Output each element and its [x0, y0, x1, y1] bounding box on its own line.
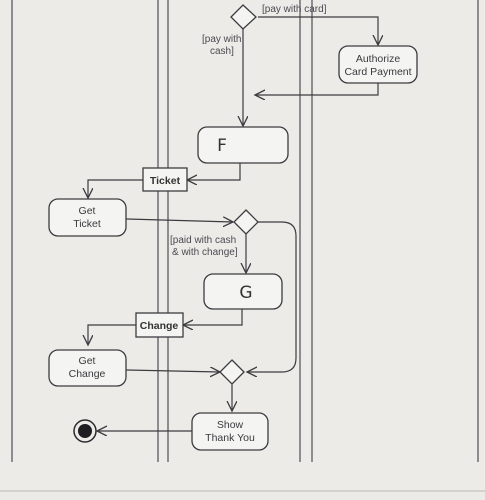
get-change-label-line1: Get — [79, 355, 96, 367]
change-label: Change — [140, 320, 179, 332]
g-label: G — [239, 283, 252, 303]
edge-no-change-to-merge — [247, 221, 297, 372]
show-thank-label-line1: Show — [217, 419, 244, 431]
object-ticket: Ticket — [142, 167, 188, 192]
get-ticket-label-line1: Get — [79, 205, 96, 217]
final-node — [73, 419, 97, 443]
edge-getticket-to-decision — [125, 219, 233, 222]
action-f: F — [197, 126, 289, 164]
swimlane-dividers — [11, 0, 479, 462]
action-get-ticket: Get Ticket — [48, 198, 127, 237]
edge-getchange-to-merge — [125, 370, 220, 372]
object-change: Change — [135, 312, 184, 338]
guard-pay-with-cash-line1: [pay with — [202, 34, 241, 45]
authorize-label-line2: Card Payment — [344, 66, 411, 78]
authorize-label-line1: Authorize — [356, 53, 401, 65]
get-change-label-line2: Change — [69, 368, 106, 380]
ticket-label: Ticket — [150, 175, 181, 187]
edge-card-to-authorize — [258, 16, 378, 45]
edge-ticket-to-getticket — [88, 179, 143, 198]
get-ticket-label-line2: Ticket — [73, 218, 101, 230]
edge-g-to-change — [183, 308, 243, 325]
guard-paid-with-change-line2: & with change] — [172, 247, 238, 258]
edge-authorize-to-merge — [255, 83, 379, 95]
f-label: F — [217, 136, 227, 156]
decision-payment-method — [230, 4, 257, 30]
guard-pay-with-cash-line2: cash] — [210, 46, 234, 57]
action-get-change: Get Change — [48, 349, 127, 387]
action-g: G — [203, 273, 283, 310]
edge-f-to-ticket — [187, 163, 241, 180]
merge-node — [219, 359, 245, 385]
action-show-thank-you: Show Thank You — [191, 412, 269, 451]
guard-pay-with-card: [pay with card] — [262, 4, 327, 15]
show-thank-label-line2: Thank You — [205, 432, 255, 444]
decision-nodes — [219, 4, 259, 385]
flow-edges — [88, 16, 379, 431]
guard-paid-with-change-line1: [paid with cash — [170, 235, 236, 246]
edge-change-to-getchange — [88, 324, 136, 345]
action-authorize-card-payment: Authorize Card Payment — [338, 45, 418, 84]
decision-change — [233, 209, 259, 235]
